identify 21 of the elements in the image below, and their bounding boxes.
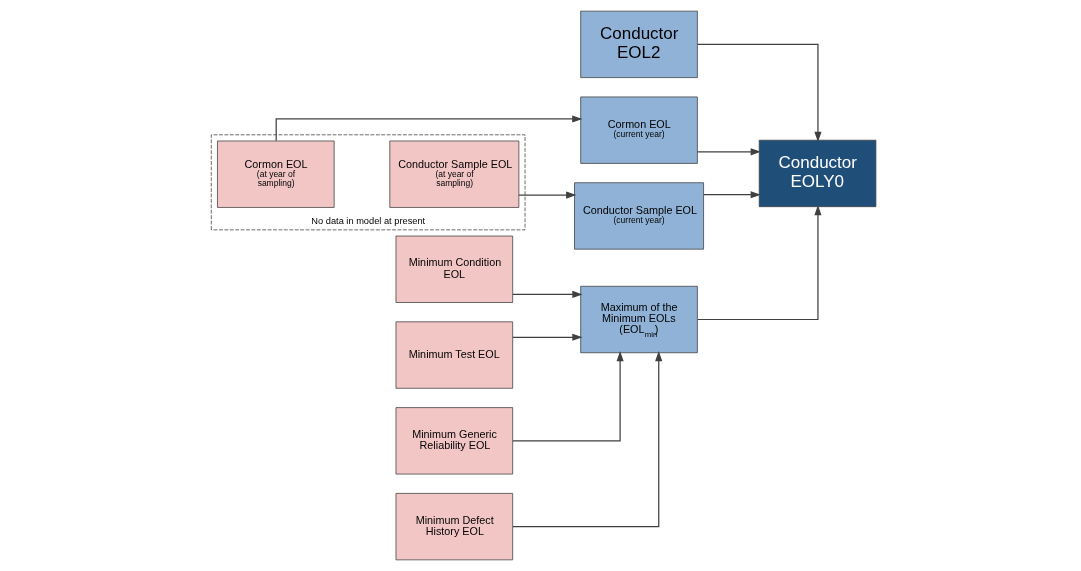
node-box: Minimum Condition EOL bbox=[395, 235, 514, 303]
arrow bbox=[275, 115, 583, 142]
node-box: Cormon EOL (at year of sampling) bbox=[217, 140, 335, 208]
arrow bbox=[696, 148, 761, 156]
node-box: Minimum Defect History EOL bbox=[395, 493, 514, 561]
arrow bbox=[697, 205, 822, 321]
arrow bbox=[512, 351, 624, 442]
node-box: Conductor EOL2 bbox=[580, 10, 698, 78]
node-box: Conductor Sample EOL (at year of sampling) bbox=[389, 140, 520, 208]
arrow bbox=[512, 290, 583, 298]
arrow bbox=[703, 191, 761, 199]
node-box: Conductor EOLY0 bbox=[758, 139, 877, 208]
arrow bbox=[512, 333, 583, 341]
arrow bbox=[697, 43, 822, 143]
arrow bbox=[518, 191, 577, 199]
arrow bbox=[512, 350, 663, 528]
node-box: Conductor Sample EOL (current year) bbox=[574, 182, 704, 250]
node-box: Maximum of the Minimum EOLs (EOL$_{min}$) bbox=[580, 285, 698, 354]
node-box: Cormon EOL (current year) bbox=[580, 96, 698, 164]
node-box: Minimum Generic Reliability EOL bbox=[395, 407, 514, 475]
node-box: Minimum Test EOL bbox=[395, 321, 514, 389]
